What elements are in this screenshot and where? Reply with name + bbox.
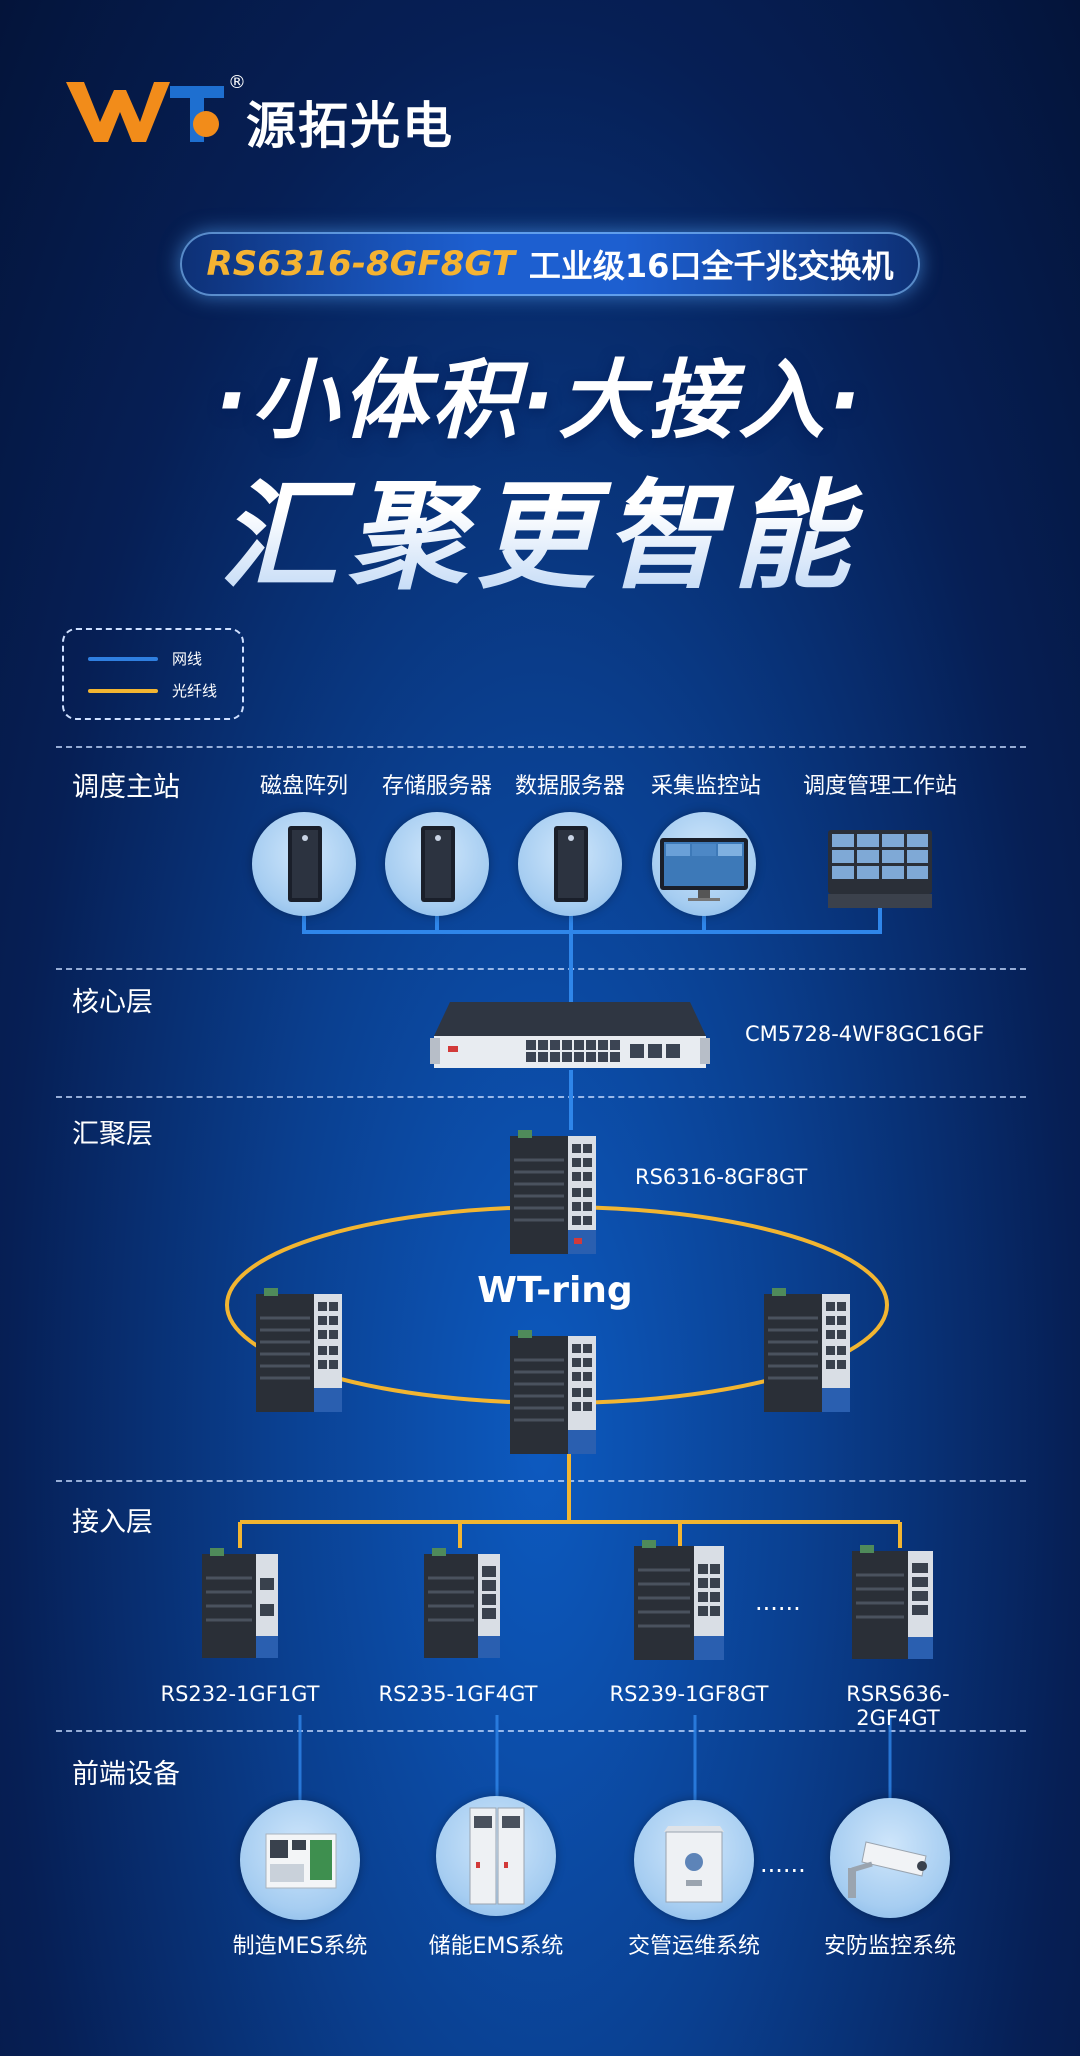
legend-label: 网线 — [172, 650, 203, 668]
frontend-ellipsis: ...... — [760, 1850, 806, 1878]
frontend-device-ems — [436, 1796, 556, 1916]
registered-mark: ® — [228, 72, 246, 93]
model-banner: RS6316-8GF8GT 工业级16口全千兆交换机 — [180, 232, 920, 296]
layer-title-dispatch: 调度主站 — [72, 772, 180, 803]
dispatch-device-storage-server — [385, 812, 489, 916]
brand-logo: ® 源拓光电 — [66, 72, 486, 155]
headline-line1: ·小体积·大接入· — [214, 351, 865, 451]
din-switch-icon — [764, 1288, 850, 1412]
dispatch-label-data-server: 数据服务器 — [514, 774, 625, 799]
access-model-label-1: RS232-1GF1GT — [160, 1682, 320, 1706]
access-ellipsis: ...... — [755, 1588, 801, 1616]
din-switch-icon — [852, 1545, 933, 1659]
layer-title-core: 核心层 — [72, 987, 153, 1018]
dispatch-label-storage-server: 存储服务器 — [381, 774, 492, 799]
access-switch-2 — [422, 1548, 502, 1663]
fiber-lines — [238, 1440, 902, 1548]
layer-title-aggregation: 汇聚层 — [72, 1119, 153, 1150]
frontend-lines — [298, 1715, 892, 1800]
divider — [56, 968, 1026, 970]
divider — [56, 1096, 1026, 1098]
layer-title-access: 接入层 — [72, 1507, 153, 1538]
security-camera-icon — [848, 1841, 927, 1898]
core-switch — [430, 1002, 710, 1072]
din-switch-icon — [424, 1548, 500, 1658]
dispatch-device-data-server — [518, 812, 622, 916]
tower-pc-icon — [421, 826, 455, 902]
access-model-label-2: RS235-1GF4GT — [378, 1682, 538, 1706]
brand-name: 源拓光电 — [246, 97, 454, 155]
frontend-label-mes: 制造MES系统 — [232, 1934, 368, 1959]
aggregation-model-label: RS6316-8GF8GT — [635, 1165, 808, 1189]
divider — [56, 746, 1026, 748]
banner-description: 工业级16口全千兆交换机 — [528, 247, 894, 285]
wt-ring-label: WT-ring — [477, 1270, 633, 1311]
dispatch-device-workstation — [828, 816, 932, 920]
dispatch-device-monitor-station — [652, 812, 756, 916]
network-lines — [302, 905, 882, 1130]
monitor-icon — [660, 838, 748, 901]
tower-pc-icon — [554, 826, 588, 902]
access-switch-3 — [632, 1540, 727, 1665]
dispatch-label-workstation: 调度管理工作站 — [802, 774, 957, 799]
frontend-label-traffic: 交管运维系统 — [627, 1934, 760, 1959]
din-switch-icon — [202, 1548, 278, 1658]
ring-switch-right — [762, 1288, 852, 1418]
plc-module-icon — [265, 1833, 337, 1889]
wt-logo-icon — [66, 82, 224, 142]
core-model-label: CM5728-4WF8GC16GF — [745, 1022, 985, 1046]
frontend-label-ems: 储能EMS系统 — [428, 1934, 564, 1959]
headline-line2: 汇聚更智能 — [0, 440, 1080, 611]
frontend-label-security: 安防监控系统 — [823, 1934, 956, 1959]
access-switch-4 — [850, 1545, 935, 1665]
legend-label: 光纤线 — [172, 682, 218, 700]
access-switch-1 — [200, 1548, 280, 1663]
din-switch-icon — [510, 1330, 596, 1454]
outdoor-cabinet-icon — [664, 1826, 724, 1903]
legend-item-fiber: 光纤线 — [88, 680, 217, 701]
tower-pc-icon — [288, 826, 322, 902]
power-cabinet-icon — [469, 1807, 525, 1905]
rack-switch-icon — [430, 1002, 710, 1068]
frontend-device-security — [830, 1798, 950, 1918]
legend: 网线 光纤线 — [62, 628, 244, 720]
dispatch-device-disk-array — [252, 812, 356, 916]
frontend-device-traffic — [634, 1800, 754, 1920]
divider — [56, 1730, 1026, 1732]
din-switch-icon — [256, 1288, 342, 1412]
legend-line-yellow — [88, 688, 158, 693]
din-switch-icon — [634, 1540, 724, 1660]
din-switch-icon — [510, 1130, 596, 1254]
dispatch-label-disk-array: 磁盘阵列 — [259, 774, 348, 799]
aggregation-switch-main — [508, 1130, 598, 1260]
access-model-label-3: RS239-1GF8GT — [609, 1682, 769, 1706]
legend-item-network: 网线 — [88, 648, 202, 669]
dispatch-label-monitor-station: 采集监控站 — [650, 774, 761, 799]
video-wall-icon — [828, 830, 932, 908]
ring-switch-bottom — [508, 1330, 598, 1460]
access-model-label-4: RSRS636-2GF4GT — [846, 1682, 950, 1730]
ring-switch-left — [254, 1288, 344, 1418]
divider — [56, 1480, 1026, 1482]
legend-line-blue — [88, 656, 158, 661]
layer-title-frontend: 前端设备 — [72, 1759, 180, 1790]
frontend-device-mes — [240, 1800, 360, 1920]
banner-model: RS6316-8GF8GT — [206, 244, 515, 284]
